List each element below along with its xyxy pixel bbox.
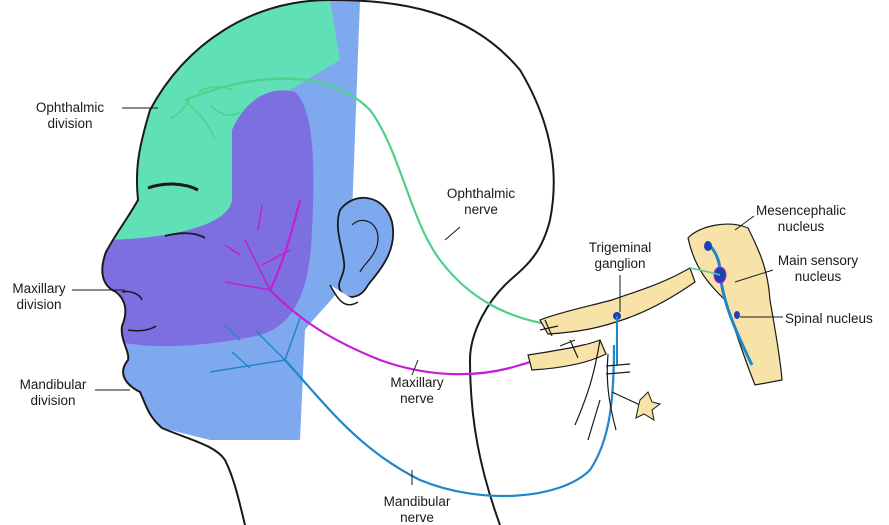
mandibular-nerve-path (285, 345, 614, 496)
label-spinal-nucleus: Spinal nucleus (785, 311, 885, 327)
brainstem (688, 224, 782, 385)
ear (338, 198, 393, 297)
